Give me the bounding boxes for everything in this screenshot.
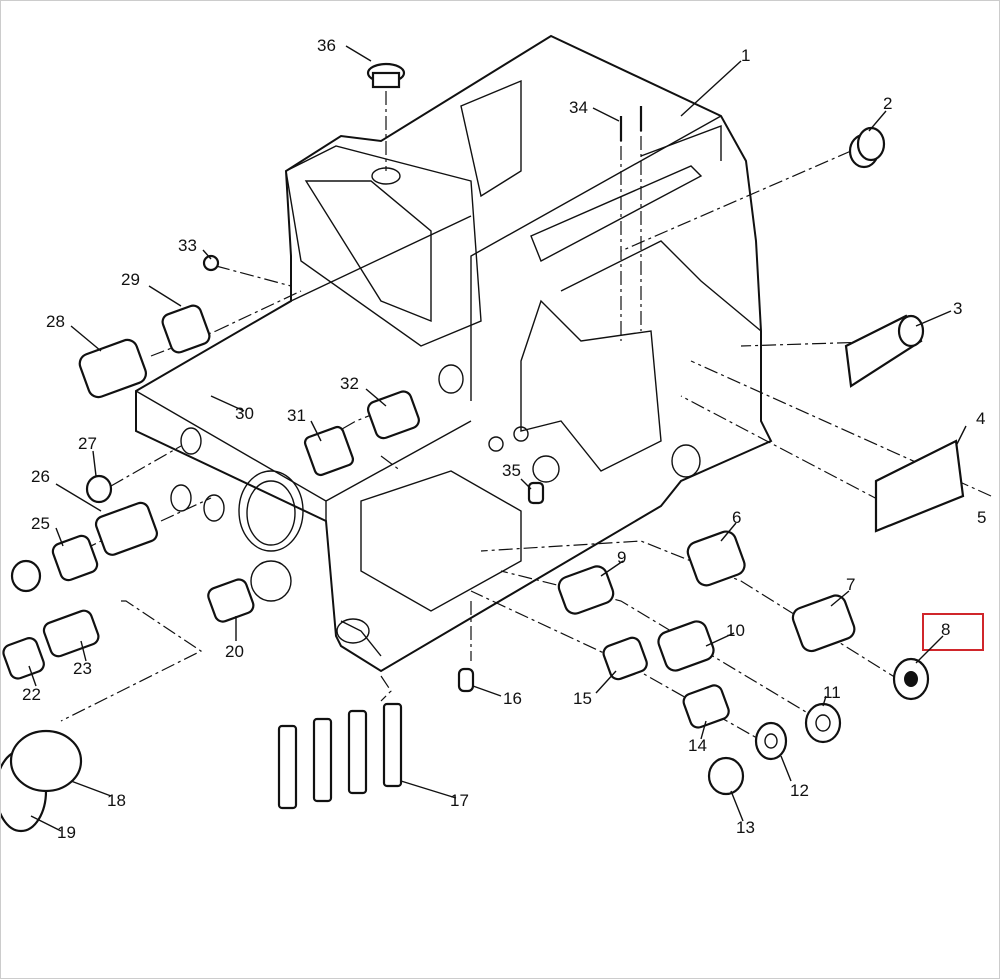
label-31: 31	[287, 406, 306, 425]
label-33: 33	[178, 236, 197, 255]
label-5: 5	[977, 508, 986, 527]
label-16: 16	[503, 689, 522, 708]
label-10: 10	[726, 621, 745, 640]
label-18: 18	[107, 791, 126, 810]
label-25: 25	[31, 514, 50, 533]
label-22: 22	[22, 685, 41, 704]
label-2: 2	[883, 94, 892, 113]
label-12: 12	[790, 781, 809, 800]
label-20: 20	[225, 642, 244, 661]
assembly-lines	[60, 91, 992, 747]
label-30: 30	[235, 404, 254, 423]
label-26: 26	[31, 467, 50, 486]
label-14: 14	[688, 736, 707, 755]
label-6: 6	[732, 508, 741, 527]
label-29: 29	[121, 270, 140, 289]
part-labels: 36 1 2 34 33 29 3 28 32 30 4 31 27 35 26…	[22, 36, 986, 842]
label-32: 32	[340, 374, 359, 393]
label-35: 35	[502, 461, 521, 480]
label-11: 11	[823, 683, 841, 702]
label-3: 3	[953, 299, 962, 318]
label-7: 7	[846, 575, 855, 594]
label-28: 28	[46, 312, 65, 331]
highlight-box-part-8	[922, 613, 984, 651]
label-8: 8	[941, 620, 950, 639]
label-13: 13	[736, 818, 755, 837]
label-19: 19	[57, 823, 76, 842]
label-36: 36	[317, 36, 336, 55]
label-34: 34	[569, 98, 588, 117]
label-23: 23	[73, 659, 92, 678]
housing-part-1	[135, 34, 773, 673]
label-1: 1	[741, 46, 750, 65]
label-15: 15	[573, 689, 592, 708]
label-27: 27	[78, 434, 97, 453]
small-parts	[1, 62, 965, 833]
label-4: 4	[976, 409, 985, 428]
label-leaders	[28, 45, 967, 832]
label-9: 9	[617, 548, 626, 567]
label-17: 17	[450, 791, 469, 810]
